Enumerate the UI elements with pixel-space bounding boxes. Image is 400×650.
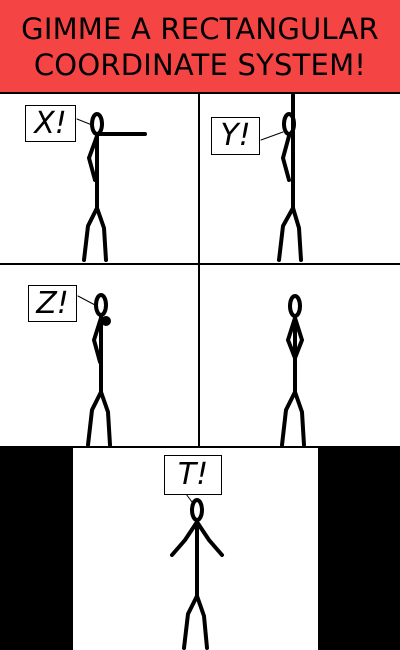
stick-figure-silent [280,294,306,447]
leg-left [280,390,297,447]
arms-crossed [285,316,305,364]
stick-figure-z [77,293,112,447]
stick-figure-y [260,93,303,262]
stick-figure-x [76,112,147,262]
head [90,112,104,136]
speech-bubble-x: X! [25,105,76,142]
speech-bubble-y: Y! [211,117,260,155]
leg-left [182,594,199,650]
title-line-2: COORDINATE SYSTEM! [33,47,367,82]
arm-down [280,134,291,182]
leg-right [95,206,108,262]
leg-right [195,594,209,650]
arm-left [170,520,199,557]
panel-borders [0,92,400,448]
leg-right [293,390,306,447]
arm-down [91,316,103,364]
head [288,294,302,318]
head [94,293,108,317]
arm-right [195,520,224,557]
comic-title: GIMME A RECTANGULAR COORDINATE SYSTEM! [0,0,400,93]
speech-bubble-z: Z! [28,285,77,322]
leg-left [86,390,103,447]
stick-figure-t [170,493,224,650]
speech-tail [77,295,96,306]
leg-right [291,206,303,262]
arm-down [86,134,99,182]
leg-right [99,390,112,447]
left-black-block [0,447,73,650]
speech-tail [260,131,284,141]
title-line-1: GIMME A RECTANGULAR [21,11,379,46]
speech-tail [185,493,193,503]
fist-z [101,316,111,326]
leg-left [82,206,99,262]
leg-left [277,206,295,262]
right-black-block [318,447,400,650]
head [190,498,204,522]
speech-tail [76,118,93,126]
speech-bubble-t: T! [164,455,222,495]
